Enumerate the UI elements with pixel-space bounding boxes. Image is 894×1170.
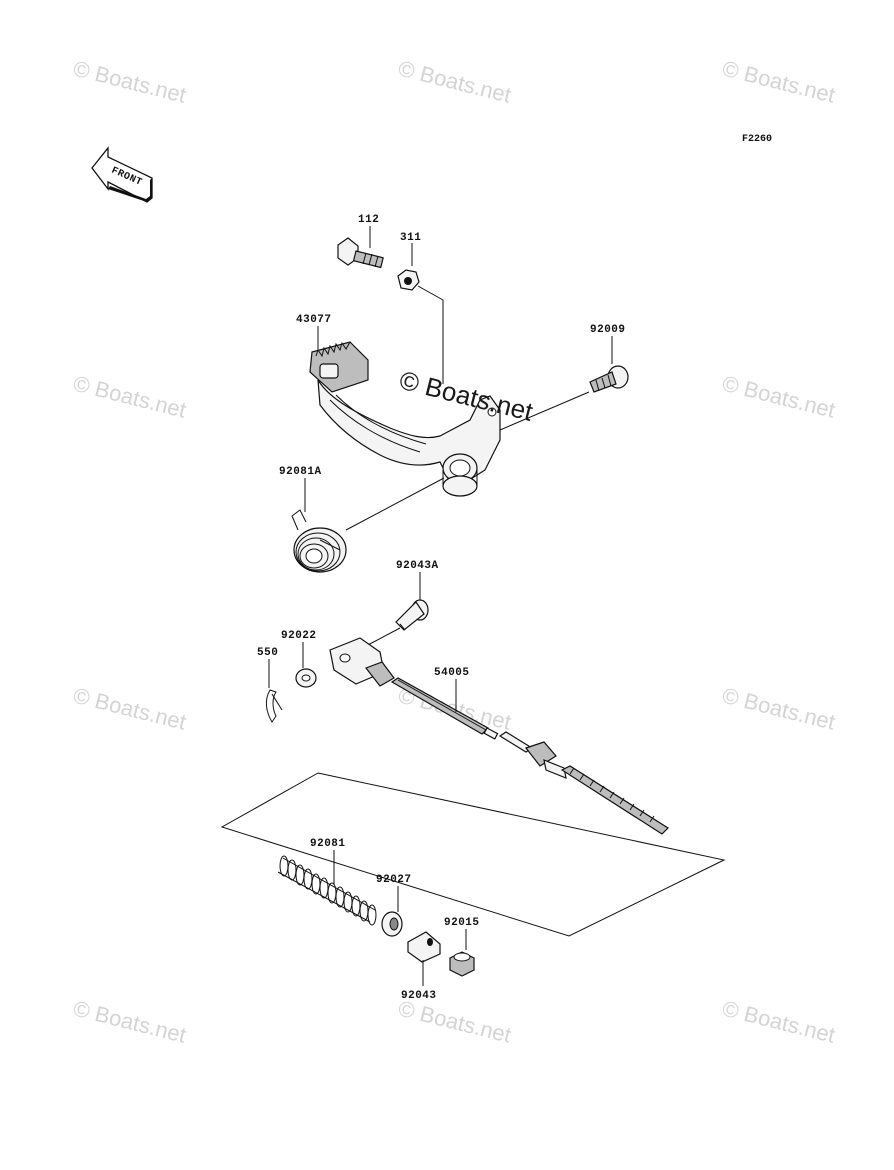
part-label-112: 112 [358,214,379,226]
coil-spring-icon [277,855,377,926]
part-label-92043: 92043 [401,990,437,1002]
nut-icon [397,269,420,291]
washer-icon [295,668,317,688]
pin-icon [395,599,429,631]
watermark: © Boats.net [71,996,189,1048]
part-label-92022: 92022 [281,630,317,642]
watermark: © Boats.net [720,56,838,108]
cotter-pin-icon [265,689,283,723]
assembly-line-311 [417,285,444,384]
watermark: © Boats.net [396,56,514,108]
part-label-54005: 54005 [434,667,470,679]
part-label-92027: 92027 [376,874,412,886]
torsion-spring-icon [291,509,347,573]
assembly-line-92043A [365,627,401,647]
watermark: © Boats.net [71,371,189,423]
part-label-43077: 43077 [296,314,332,326]
part-label-92081: 92081 [310,838,346,850]
subassembly-frame [220,772,726,937]
part-label-92015: 92015 [444,917,480,929]
front-arrow-icon: FRONT [91,146,153,203]
watermark: © Boats.net [396,996,514,1048]
joint-pin-icon [407,931,441,963]
watermark: © Boats.net [71,683,189,735]
watermark: © Boats.net [720,683,838,735]
assembly-line-92009 [499,391,590,431]
screw-icon [589,365,629,393]
figure-code: F2260 [742,134,772,145]
watermark-layer: © Boats.net © Boats.net © Boats.net © Bo… [71,56,838,1048]
bolt-icon [337,237,384,269]
watermark: © Boats.net [71,56,189,108]
brake-pedal-icon [309,341,501,497]
adjuster-nut-icon [449,951,475,977]
part-label-311: 311 [400,232,421,244]
watermark: © Boats.net [720,996,838,1048]
assembly-line-92081A [345,477,445,531]
part-label-92009: 92009 [590,324,626,336]
center-watermark: © Boats.net [397,365,537,427]
brake-cable-icon [390,677,669,835]
collar-icon [381,911,403,937]
clevis-icon [329,637,395,687]
part-label-92043A: 92043A [396,560,439,572]
part-label-550: 550 [257,647,278,659]
watermark: © Boats.net [720,371,838,423]
part-label-92081A: 92081A [279,466,322,478]
